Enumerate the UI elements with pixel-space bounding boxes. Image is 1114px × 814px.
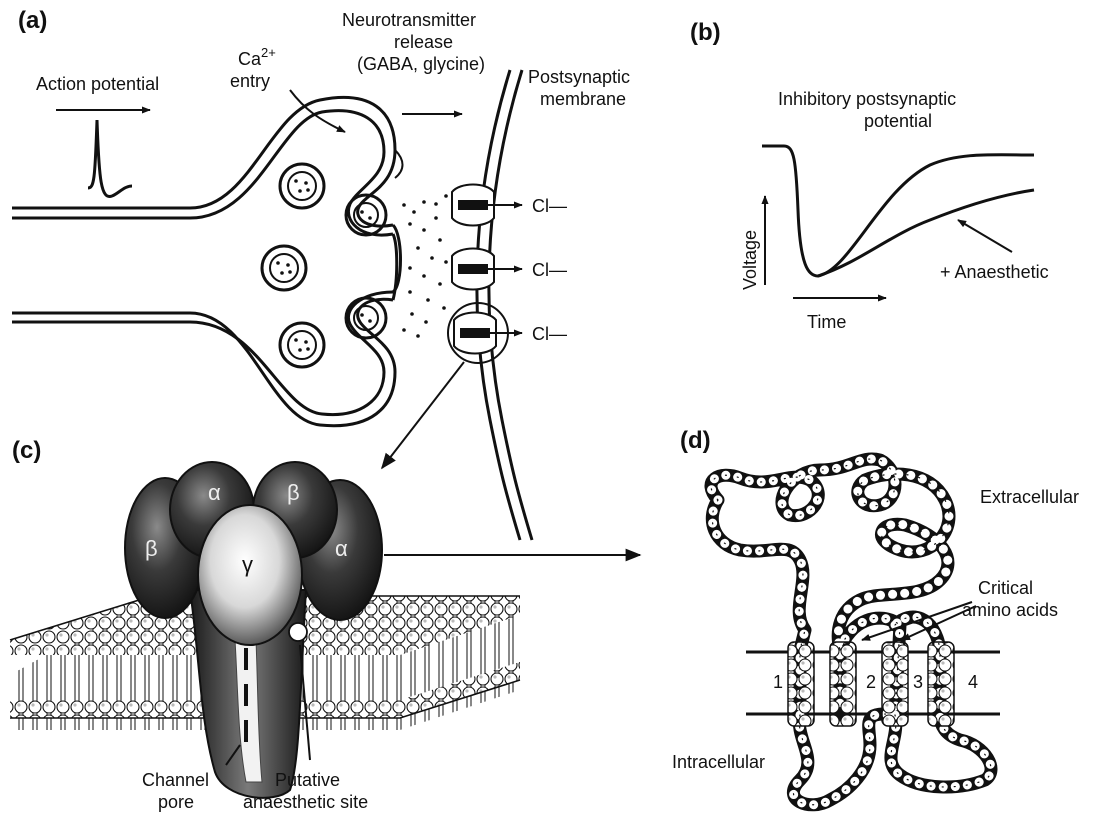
helix-1 xyxy=(788,642,814,726)
anaesthetic-annotation: + Anaesthetic xyxy=(940,262,1049,282)
subunit-label-gamma: γ xyxy=(242,552,253,577)
panel-d-label: (d) xyxy=(680,427,711,454)
ca-label: Ca2+ xyxy=(238,45,276,69)
receptor-3 xyxy=(454,313,496,354)
synaptic-vesicles xyxy=(262,164,386,367)
nt-label-1: Neurotransmitter xyxy=(342,10,476,30)
action-potential-spike xyxy=(88,120,132,196)
axon-terminal xyxy=(12,97,403,425)
nt-label-2: release xyxy=(394,32,453,52)
cl-label-3: Cl— xyxy=(532,324,567,344)
helix-number-2: 2 xyxy=(866,672,876,692)
site-label-2: anaesthetic site xyxy=(243,792,368,812)
intracellular-label: Intracellular xyxy=(672,752,765,772)
helix-number-4: 4 xyxy=(968,672,978,692)
panel-c: (c) β α β α γ xyxy=(10,437,640,812)
helix-3 xyxy=(882,642,908,726)
critical-label-2: amino acids xyxy=(962,600,1058,620)
subunit-label-alpha-back: α xyxy=(208,480,221,505)
postsynaptic-label-2: membrane xyxy=(540,89,626,109)
helix-number-3: 3 xyxy=(913,672,923,692)
anaesthetic-arrow xyxy=(958,220,1012,252)
postsynaptic-label-1: Postsynaptic xyxy=(528,67,630,87)
neurotransmitter-dots xyxy=(402,194,448,338)
panel-d: (d) Extracellular Intracellular Critical… xyxy=(672,427,1079,805)
critical-label-1: Critical xyxy=(978,578,1033,598)
helix-4 xyxy=(928,642,954,726)
subunit-label-alpha-right: α xyxy=(335,536,348,561)
helix-2 xyxy=(830,642,856,726)
ca-entry-label: entry xyxy=(230,71,270,91)
pore-label-1: Channel xyxy=(142,770,209,790)
x-axis-label: Time xyxy=(807,312,846,332)
receptor-2 xyxy=(452,249,494,290)
receptor-1 xyxy=(452,185,494,226)
pore-label-2: pore xyxy=(158,792,194,812)
panel-b-label: (b) xyxy=(690,19,721,46)
subunit-label-beta-back: β xyxy=(287,480,300,505)
action-potential-label: Action potential xyxy=(36,74,159,94)
ipsp-title-2: potential xyxy=(864,111,932,131)
subunit-label-beta-left: β xyxy=(145,536,158,561)
y-axis-label: Voltage xyxy=(740,230,760,290)
anaesthetic-site-marker xyxy=(289,623,307,641)
panel-c-label: (c) xyxy=(12,437,41,464)
site-label-1: Putative xyxy=(275,770,340,790)
helix-number-1: 1 xyxy=(773,672,783,692)
ipsp-curve-control xyxy=(762,146,1034,276)
postsynaptic-membrane-inner xyxy=(489,70,532,540)
panel-a-label: (a) xyxy=(18,7,47,34)
panel-a: (a) Action potential xyxy=(12,7,630,540)
ipsp-title-1: Inhibitory postsynaptic xyxy=(778,89,956,109)
extracellular-label: Extracellular xyxy=(980,487,1079,507)
cl-label-2: Cl— xyxy=(532,260,567,280)
cl-label-1: Cl— xyxy=(532,196,567,216)
panel-b: (b) Inhibitory postsynaptic potential Vo… xyxy=(690,19,1049,332)
nt-label-3: (GABA, glycine) xyxy=(357,54,485,74)
